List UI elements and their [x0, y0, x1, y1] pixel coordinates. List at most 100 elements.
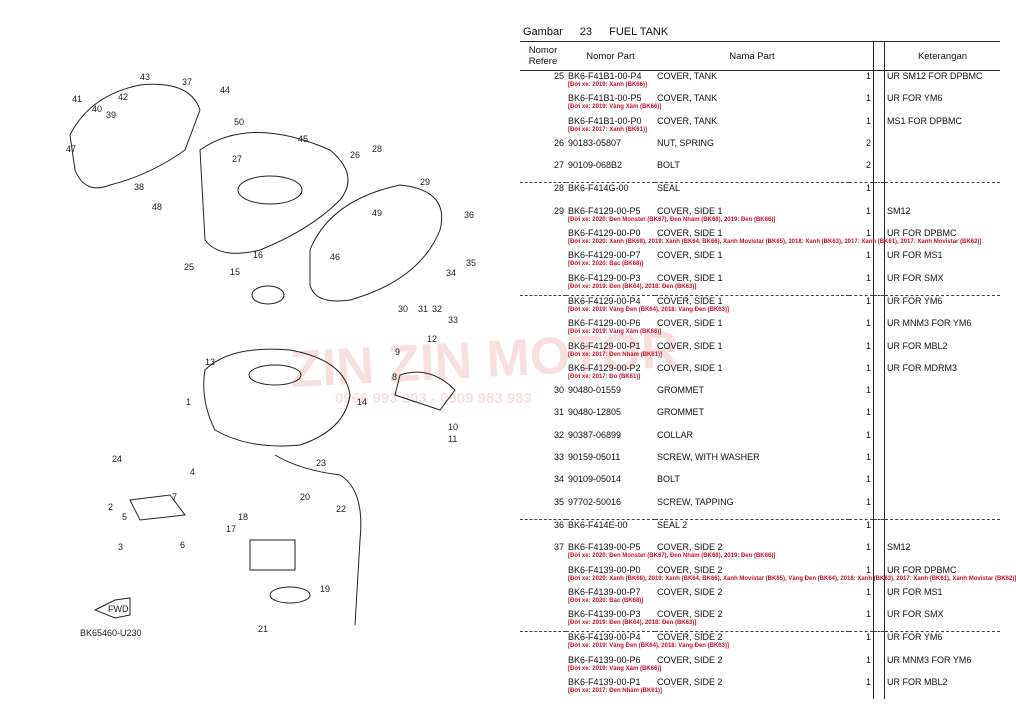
table-row: BK6-F4139-00-P6[Đời xe: 2019: Vàng Xám (… [520, 654, 1000, 678]
remark-cell: MS1 FOR DPBMC [887, 115, 963, 126]
table-row: BK6-F4129-00-P4[Đời xe: 2019: Vàng Đen (… [520, 294, 1000, 319]
part-name-cell: COVER, SIDE 1 [655, 294, 849, 319]
callout-45: 45 [298, 134, 308, 144]
table-row: BK6-F4139-00-P7[Đời xe: 2020: Bạc (BK68)… [520, 586, 1000, 610]
fuel-tank-diagram: FWD BK65460-U230 12345678910111213141516… [66, 72, 476, 638]
spacer-cell [873, 340, 885, 363]
callout-20: 20 [300, 492, 310, 502]
quantity-cell: 1 [849, 677, 874, 700]
part-name-cell: COVER, SIDE 1 [655, 363, 849, 385]
table-row: BK6-F4139-00-P3[Đời xe: 2019: Đen (BK64)… [520, 609, 1000, 632]
part-name-cell: COVER, SIDE 2 [655, 542, 849, 564]
part-name-cell: COVER, SIDE 1 [655, 341, 849, 363]
part-number-cell: BK6-F41B1-00-P4[Đời xe: 2019: Xanh (BK66… [566, 71, 655, 94]
col-ref: Nomor Refere [520, 41, 566, 71]
part-name: COVER, SIDE 1 [657, 362, 723, 373]
part-name: COVER, SIDE 2 [657, 632, 723, 643]
part-number-cell: BK6-F4139-00-P1[Đời xe: 2017: Đen Nhám (… [566, 677, 662, 699]
quantity-cell: 1 [849, 340, 874, 363]
model-year-note: [Đời xe: 2019: Vàng Xám (BK66)] [568, 329, 662, 336]
fwd-arrow-shape [93, 597, 131, 619]
col-remark: Keterangan [884, 41, 1000, 71]
quantity-cell: 1 [849, 564, 874, 587]
remark-cell: UR SM12 FOR DPBMC [887, 71, 983, 81]
spacer-cell [873, 294, 885, 319]
part-number: BK6-F4129-00-P1 [568, 340, 641, 351]
ref-cell: 33 [553, 452, 564, 463]
callout-13: 13 [205, 357, 215, 367]
side-cover-1-shape [309, 184, 443, 302]
spacer-cell [873, 429, 885, 453]
spacer-cell [873, 272, 885, 296]
callout-15: 15 [230, 267, 240, 277]
quantity-cell: 1 [849, 609, 874, 632]
remark-cell [885, 497, 1001, 520]
spacer-cell [873, 205, 885, 229]
remark-cell [885, 385, 1001, 407]
callout-38: 38 [134, 182, 144, 192]
callout-14: 14 [357, 397, 367, 407]
part-name-cell: GROMMET [655, 385, 849, 407]
part-number: BK6-F4139-00-P4 [568, 632, 641, 643]
part-name: COVER, SIDE 2 [657, 586, 723, 597]
model-year-note: [Đời xe: 2019: Vàng Đen (BK64), 2018: Và… [568, 643, 729, 650]
model-year-note: [Đời xe: 2019: Vàng Xám (BK66)] [568, 104, 662, 111]
part-name: COVER, TANK [657, 71, 718, 81]
part-number-cell: BK6-F4139-00-P4[Đời xe: 2019: Vàng Đen (… [566, 631, 729, 655]
remark-cell: UR FOR MS1 [887, 250, 943, 261]
part-name-cell: COVER, SIDE 2 [655, 631, 849, 655]
part-number-cell: BK6-F4129-00-P0[Đời xe: 2020: Xanh (BK68… [566, 228, 981, 250]
part-number: BK6-F41B1-00-P5 [568, 93, 642, 104]
quantity-cell: 1 [849, 272, 874, 296]
model-year-note: [Đời xe: 2017: Đỏ (BK61)] [568, 373, 641, 380]
part-number: BK6-F41B1-00-P4 [568, 71, 642, 81]
callout-37: 37 [182, 77, 192, 87]
spacer-cell [873, 654, 885, 678]
table-row: BK6-F4139-00-P4[Đời xe: 2019: Vàng Đen (… [520, 631, 1000, 655]
callout-47: 47 [66, 144, 76, 154]
part-number: BK6-F4139-00-P7 [568, 586, 641, 597]
part-name: SCREW, WITH WASHER [657, 452, 760, 463]
part-number-cell: BK6-F4139-00-P7[Đời xe: 2020: Bạc (BK68)… [566, 587, 655, 609]
callout-34: 34 [446, 268, 456, 278]
spacer-cell [873, 182, 885, 206]
part-name-cell: COVER, SIDE 2 [655, 565, 849, 587]
ref-cell: 25 [553, 71, 564, 81]
part-number: BK6-F4129-00-P7 [568, 250, 641, 261]
parts-table: Nomor Refere Nomor Part Nama Part Ketera… [520, 41, 1016, 700]
tank-cover-shape [199, 132, 349, 254]
spacer-cell [873, 677, 885, 700]
part-name: SEAL [657, 183, 681, 194]
ref-cell: 35 [553, 496, 564, 507]
remark-cell: UR MNM3 FOR YM6 [887, 654, 972, 665]
part-name-cell: COLLAR [655, 430, 849, 452]
ref-cell [520, 318, 566, 340]
remark-cell [884, 182, 1000, 206]
ref-cell: 26 [553, 137, 564, 148]
quantity-cell: 1 [849, 429, 874, 453]
ref-cell: 34 [553, 474, 564, 485]
table-header-row: Nomor Refere Nomor Part Nama Part Ketera… [520, 41, 1000, 71]
callout-28: 28 [372, 144, 382, 154]
callout-9: 9 [395, 347, 400, 357]
part-number: BK6-F4129-00-P0 [568, 228, 641, 239]
part-name-cell: SCREW, WITH WASHER [655, 452, 849, 474]
table-row: BK6-F41B1-00-P0[Đời xe: 2017: Xanh (BK61… [520, 115, 1000, 138]
remark-cell [885, 452, 1001, 474]
part-number: BK6-F4139-00-P5 [568, 542, 641, 553]
model-year-note: [Đời xe: 2017: Đen Nhám (BK61)] [568, 688, 662, 695]
fuel-tank-shape [203, 348, 351, 447]
quantity-cell: 1 [849, 228, 874, 251]
remark-cell: UR FOR MDRM3 [887, 362, 957, 373]
remark-cell [885, 407, 1001, 429]
ref-cell [520, 228, 566, 250]
quantity-cell: 1 [849, 452, 874, 475]
remark-cell: UR FOR YM6 [887, 93, 943, 104]
remark-cell: UR FOR MBL2 [887, 677, 948, 688]
part-name-cell: COVER, SIDE 2 [655, 677, 849, 699]
part-number: 90480-12805 [568, 407, 622, 418]
